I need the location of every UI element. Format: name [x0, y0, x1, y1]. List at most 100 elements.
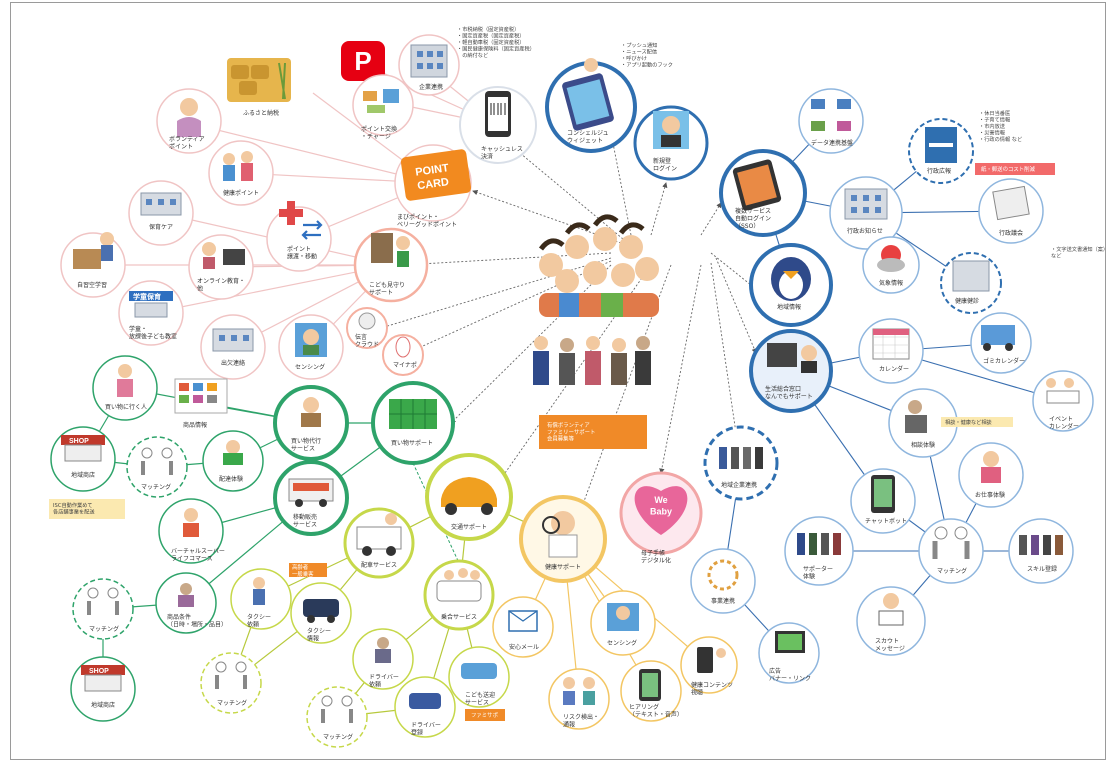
health-content-label: 健康コンテンツ視聴	[691, 681, 733, 697]
paypay-node[interactable]: P	[341, 41, 385, 81]
health-checkup-node[interactable]: 健康健診	[940, 252, 1002, 314]
life-support-hub[interactable]: 生活総合窓口なんでもサポート	[749, 329, 833, 413]
taxi-request-node[interactable]: タクシー依頼	[230, 568, 292, 630]
after-school-node[interactable]: 学童保育 学童・放課後子ども教室	[118, 280, 184, 346]
childcare-node[interactable]: 保育ケア	[128, 180, 194, 246]
gov-notice-node[interactable]: 行政お知らせ	[829, 176, 903, 250]
data-platform-label: データ連携基盤	[811, 139, 853, 147]
child-watch-hub[interactable]: こども見守りサポート	[353, 227, 429, 303]
area-info-node[interactable]: 地域情報	[749, 243, 833, 327]
attendance-node[interactable]: 出欠連絡	[200, 314, 266, 380]
transport-hub[interactable]: 交通サポート	[425, 453, 513, 541]
driver-matching-label: マッチング	[323, 733, 353, 741]
new-login-label: 新規登ログイン	[653, 157, 677, 173]
cashless-hub[interactable]: キャッシュレス決済	[459, 86, 537, 164]
point-exchange-node[interactable]: ポイント交換・チャージ	[352, 74, 414, 141]
health-point-node[interactable]: 健康ポイント	[208, 140, 274, 206]
shop-matching-node[interactable]: マッチング	[126, 436, 188, 498]
health-support-hub-label: 健康サポート	[545, 563, 581, 571]
corporate-office-node[interactable]: 企業連携	[398, 34, 460, 96]
volunteer-point-node[interactable]: ボランティアポイント	[156, 88, 222, 154]
shop-node-2[interactable]: SHOP 地域商店	[70, 656, 136, 722]
consultation-node[interactable]: 相談体験	[888, 388, 958, 458]
shop-matching-node-2[interactable]: マッチング	[72, 578, 134, 640]
after-school-banner: 学童保育	[133, 292, 161, 301]
gov-pr-node[interactable]: 行政広報	[908, 118, 974, 184]
skill-register-node[interactable]: スキル登録	[1008, 518, 1074, 584]
health-support-hub[interactable]: 健康サポート	[519, 495, 607, 583]
risk-detection-node[interactable]: リスク検出・通報	[548, 668, 610, 730]
sales-condition-node[interactable]: 商品条件（日時・場所・品目）	[155, 572, 227, 634]
shopping-hub[interactable]: 買い物サポート	[371, 381, 455, 465]
supporter-experience-node[interactable]: サポーター体験	[784, 516, 854, 586]
area-info-label: 地域情報	[777, 303, 801, 311]
furusato-label: ふるさと納税	[243, 109, 279, 117]
shop-node-1[interactable]: SHOP 地域商店	[50, 426, 116, 492]
shopping-proxy-node[interactable]: 買い物代行サービス	[273, 385, 349, 461]
health-content-node[interactable]: 健康コンテンツ視聴	[680, 636, 738, 697]
life-matching-node[interactable]: マッチング	[918, 518, 984, 584]
supporter-experience-label: サポーター体験	[803, 565, 833, 581]
taxi-matching-node[interactable]: マッチング	[200, 652, 262, 714]
event-calendar-node[interactable]: イベントカレンダー	[1032, 370, 1094, 432]
transport-hub-label: 交通サポート	[451, 523, 487, 531]
hearing-node[interactable]: ヒアリング（テキスト・音声）	[620, 660, 683, 722]
mobile-sales-node[interactable]: 移動販売サービス	[273, 460, 349, 536]
risk-detection-label: リスク検出・通報	[563, 713, 599, 729]
mynaportal-node[interactable]: マイナポ	[382, 334, 424, 376]
shopper-node[interactable]: 買い物に行く人	[92, 355, 158, 421]
driver-request-node[interactable]: ドライバー依頼	[352, 628, 414, 690]
gov-council-notes: ・文字送文書通知（案）など	[1051, 245, 1105, 260]
svg-text:P: P	[354, 46, 371, 76]
furusato-node[interactable]: ふるさと納税	[227, 58, 291, 117]
product-info-node[interactable]: 商品情報	[174, 378, 228, 429]
job-experience-node[interactable]: お仕事体験	[958, 442, 1024, 508]
new-login-node[interactable]: 新規登ログイン	[633, 105, 709, 181]
rideshare-hub[interactable]: 乗合サービス	[423, 559, 495, 631]
consultation-tag	[941, 417, 1013, 427]
shopping-hub-label: 買い物サポート	[391, 439, 433, 447]
kid-sensing-node[interactable]: センシング	[278, 314, 344, 380]
health-checkup-label: 健康健診	[955, 297, 979, 305]
safety-mail-node[interactable]: 安心メール	[492, 596, 554, 658]
center-crowd: 有償ボランティアファミリーサポート会員募集等	[533, 214, 659, 449]
gov-pr-notes: ・休日当番医・子育て情報・市内放送・災害情報・行政の情報 など	[979, 109, 1023, 143]
kid-sensing-label: センシング	[295, 363, 325, 371]
corporate-office-label: 企業連携	[419, 83, 443, 91]
taxi-info-node[interactable]: タクシー情報	[290, 582, 352, 644]
online-education-node[interactable]: オンライン教育・他	[188, 234, 254, 300]
sso-node[interactable]: 複数サービス自動ログイン（SSO）	[719, 149, 807, 237]
scout-message-node[interactable]: スカウトメッセージ	[856, 586, 926, 656]
local-business-hub[interactable]: 地域企業連携	[703, 425, 779, 501]
ad-banner-label: 広告バナー・リンク	[769, 667, 811, 683]
garbage-calendar-node[interactable]: ゴミカレンダー	[970, 312, 1032, 374]
driver-matching-node[interactable]: マッチング	[306, 686, 368, 748]
safety-mail-label: 安心メール	[509, 643, 539, 651]
ad-banner-node[interactable]: 広告バナー・リンク	[758, 622, 820, 684]
gov-council-node[interactable]: 行政議会	[978, 178, 1044, 244]
dispatch-service-node[interactable]: 配車サービス	[343, 507, 415, 579]
virtual-super-node[interactable]: バーチャルスーパーライフコマース	[158, 498, 225, 564]
we-baby-logo-icon	[634, 486, 688, 535]
business-alliance-node[interactable]: 事業連携	[690, 548, 756, 614]
local-business-hub-label: 地域企業連携	[721, 481, 757, 489]
event-calendar-label: イベントカレンダー	[1049, 416, 1079, 431]
point-transfer-node[interactable]: ポイント譲渡・移動	[266, 201, 332, 272]
attendance-label: 出欠連絡	[221, 359, 245, 367]
point-card-hub[interactable]: POINTCARD まびポイント・ベリーグッドポイント	[394, 144, 472, 229]
consultation-tag-text: 相談・健康など相談	[945, 418, 993, 426]
driver-register-node[interactable]: ドライバー登録	[394, 676, 456, 738]
delivery-node[interactable]: 配達体験	[202, 430, 264, 492]
chatbot-node[interactable]: チャットボット	[850, 468, 916, 534]
self-study-node[interactable]: 自習空学習	[60, 232, 126, 298]
product-info-label: 商品情報	[183, 421, 207, 429]
kid-shuttle-node[interactable]: こども送迎サービス	[448, 646, 510, 708]
health-sensing-node[interactable]: センシング	[590, 590, 656, 656]
shop-matching-label: マッチング	[141, 483, 171, 491]
calendar-node[interactable]: カレンダー	[858, 318, 924, 384]
data-platform-node[interactable]: データ連携基盤	[798, 88, 864, 154]
concierge-widget-node[interactable]: コンシェルジュウィジェット	[545, 58, 637, 153]
weather-node[interactable]: 気象情報	[862, 236, 920, 294]
message-cloud-node[interactable]: 伝言クラウド	[346, 307, 388, 349]
